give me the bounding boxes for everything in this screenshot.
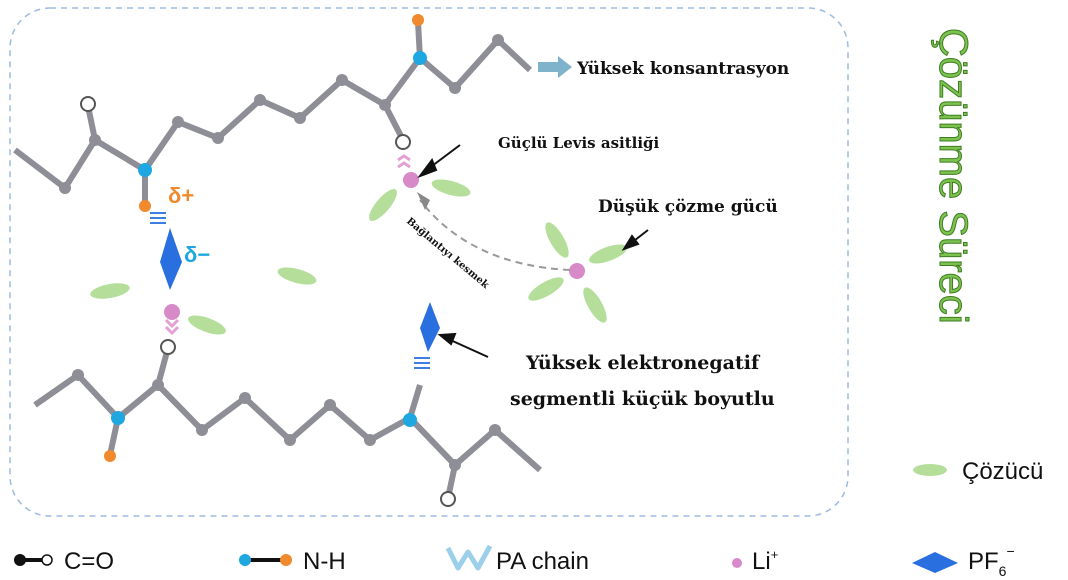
nitrogen-atom [413, 51, 427, 65]
hydrogen-atom [139, 200, 151, 212]
oxygen-atom [80, 96, 96, 112]
label-high-concentration: Yüksek konsantrasyon [576, 59, 789, 79]
c-o-bond-icon [14, 554, 53, 566]
high-concentration-arrow-icon [538, 56, 572, 78]
legend-label: PA chain [496, 548, 589, 575]
pa-chain-top [13, 21, 533, 205]
nitrogen-atom [138, 163, 152, 177]
pf6-anion [420, 302, 440, 352]
label-electronegative-1: Yüksek elektronegatif [525, 352, 761, 374]
hbond-lines [150, 212, 430, 369]
li-ion-icon [732, 558, 742, 568]
pa-chain-bottom [33, 347, 542, 499]
n-h-bond-icon [239, 554, 292, 566]
pf6-anion-icon [912, 552, 958, 573]
title-dissolution-process: Çözünme Süreci [931, 28, 975, 324]
label-strong-lewis: Güçlü Levis asitliği [498, 134, 660, 152]
delta-minus: δ− [184, 242, 210, 267]
legend-label: C=O [64, 548, 114, 575]
delta-plus: δ+ [168, 183, 194, 208]
oxygen-atom [160, 339, 176, 355]
li-ion [403, 172, 419, 188]
label-solvent: Çözücü [962, 458, 1043, 485]
nitrogen-atom [111, 411, 125, 425]
dashed-frame [9, 7, 849, 517]
legend-label: PF6− [968, 543, 1015, 579]
solvent-molecules [90, 179, 947, 476]
chain-nodes-top [59, 34, 504, 194]
pointer-arrows [417, 144, 649, 358]
legend: C=O N-H PA chain Li+ PF6− [14, 543, 1015, 579]
pf6-anion [160, 228, 182, 290]
oxygen-atom [440, 491, 456, 507]
pa-chain-icon [445, 544, 493, 571]
label-low-solvation: Düşük çözme gücü [598, 197, 778, 217]
oxygen-atom [395, 134, 411, 150]
legend-label: N-H [303, 548, 346, 575]
hydrogen-atom [412, 14, 424, 26]
li-ion [569, 263, 585, 279]
li-ion [164, 304, 180, 320]
label-electronegative-2: segmentli küçük boyutlu [510, 388, 775, 410]
disconnect-arrow [419, 199, 571, 271]
hydrogen-atom [104, 450, 116, 462]
coordination-chevrons [164, 154, 411, 336]
legend-label: Li+ [752, 547, 778, 575]
nitrogen-atom [403, 413, 417, 427]
label-disconnect: Bağlantıyı kesmek [404, 216, 491, 292]
